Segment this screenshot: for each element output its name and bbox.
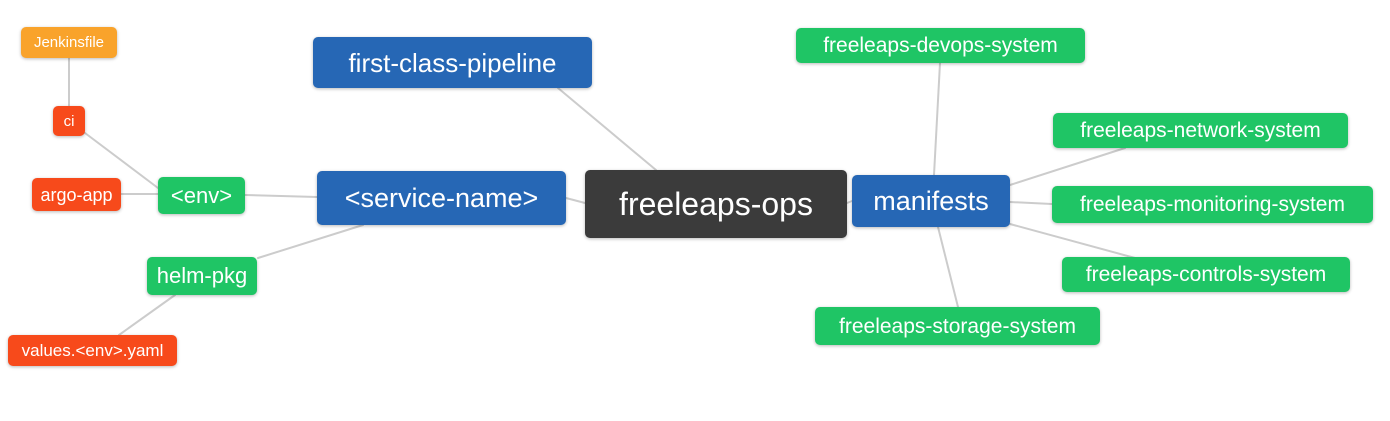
edge-helm-pkg-values-env-yaml — [118, 294, 176, 336]
mindmap-node-manifests[interactable]: manifests — [852, 175, 1010, 227]
edge-env-service-name — [244, 194, 318, 198]
mindmap-node-ci[interactable]: ci — [53, 106, 85, 136]
edge-service-name-helm-pkg — [257, 224, 364, 259]
mindmap-node-service-name[interactable]: <service-name> — [317, 171, 566, 225]
edge-freeleaps-ops-manifests — [846, 200, 853, 204]
mindmap-node-devops-system[interactable]: freeleaps-devops-system — [796, 28, 1085, 63]
mindmap-node-storage-system[interactable]: freeleaps-storage-system — [815, 307, 1100, 345]
edge-manifests-devops-system — [933, 62, 941, 176]
mindmap-node-first-class-pipeline[interactable]: first-class-pipeline — [313, 37, 592, 88]
mindmap-node-values-env-yaml[interactable]: values.<env>.yaml — [8, 335, 177, 366]
edge-manifests-network-system — [1009, 147, 1126, 186]
mindmap-node-monitoring-system[interactable]: freeleaps-monitoring-system — [1052, 186, 1373, 223]
mindmap-node-network-system[interactable]: freeleaps-network-system — [1053, 113, 1348, 148]
edge-ci-env — [84, 132, 159, 189]
edge-first-class-pipeline-freeleaps-ops — [557, 87, 657, 171]
edge-manifests-monitoring-system — [1009, 201, 1053, 205]
edge-service-name-freeleaps-ops — [565, 197, 586, 204]
edge-manifests-storage-system — [937, 226, 959, 308]
mindmap-node-argo-app[interactable]: argo-app — [32, 178, 121, 211]
mindmap-node-jenkinsfile[interactable]: Jenkinsfile — [21, 27, 117, 58]
mindmap-node-controls-system[interactable]: freeleaps-controls-system — [1062, 257, 1350, 292]
mindmap-node-freeleaps-ops[interactable]: freeleaps-ops — [585, 170, 847, 238]
mindmap-node-helm-pkg[interactable]: helm-pkg — [147, 257, 257, 295]
edge-manifests-controls-system — [1009, 223, 1136, 259]
mindmap-node-env[interactable]: <env> — [158, 177, 245, 214]
